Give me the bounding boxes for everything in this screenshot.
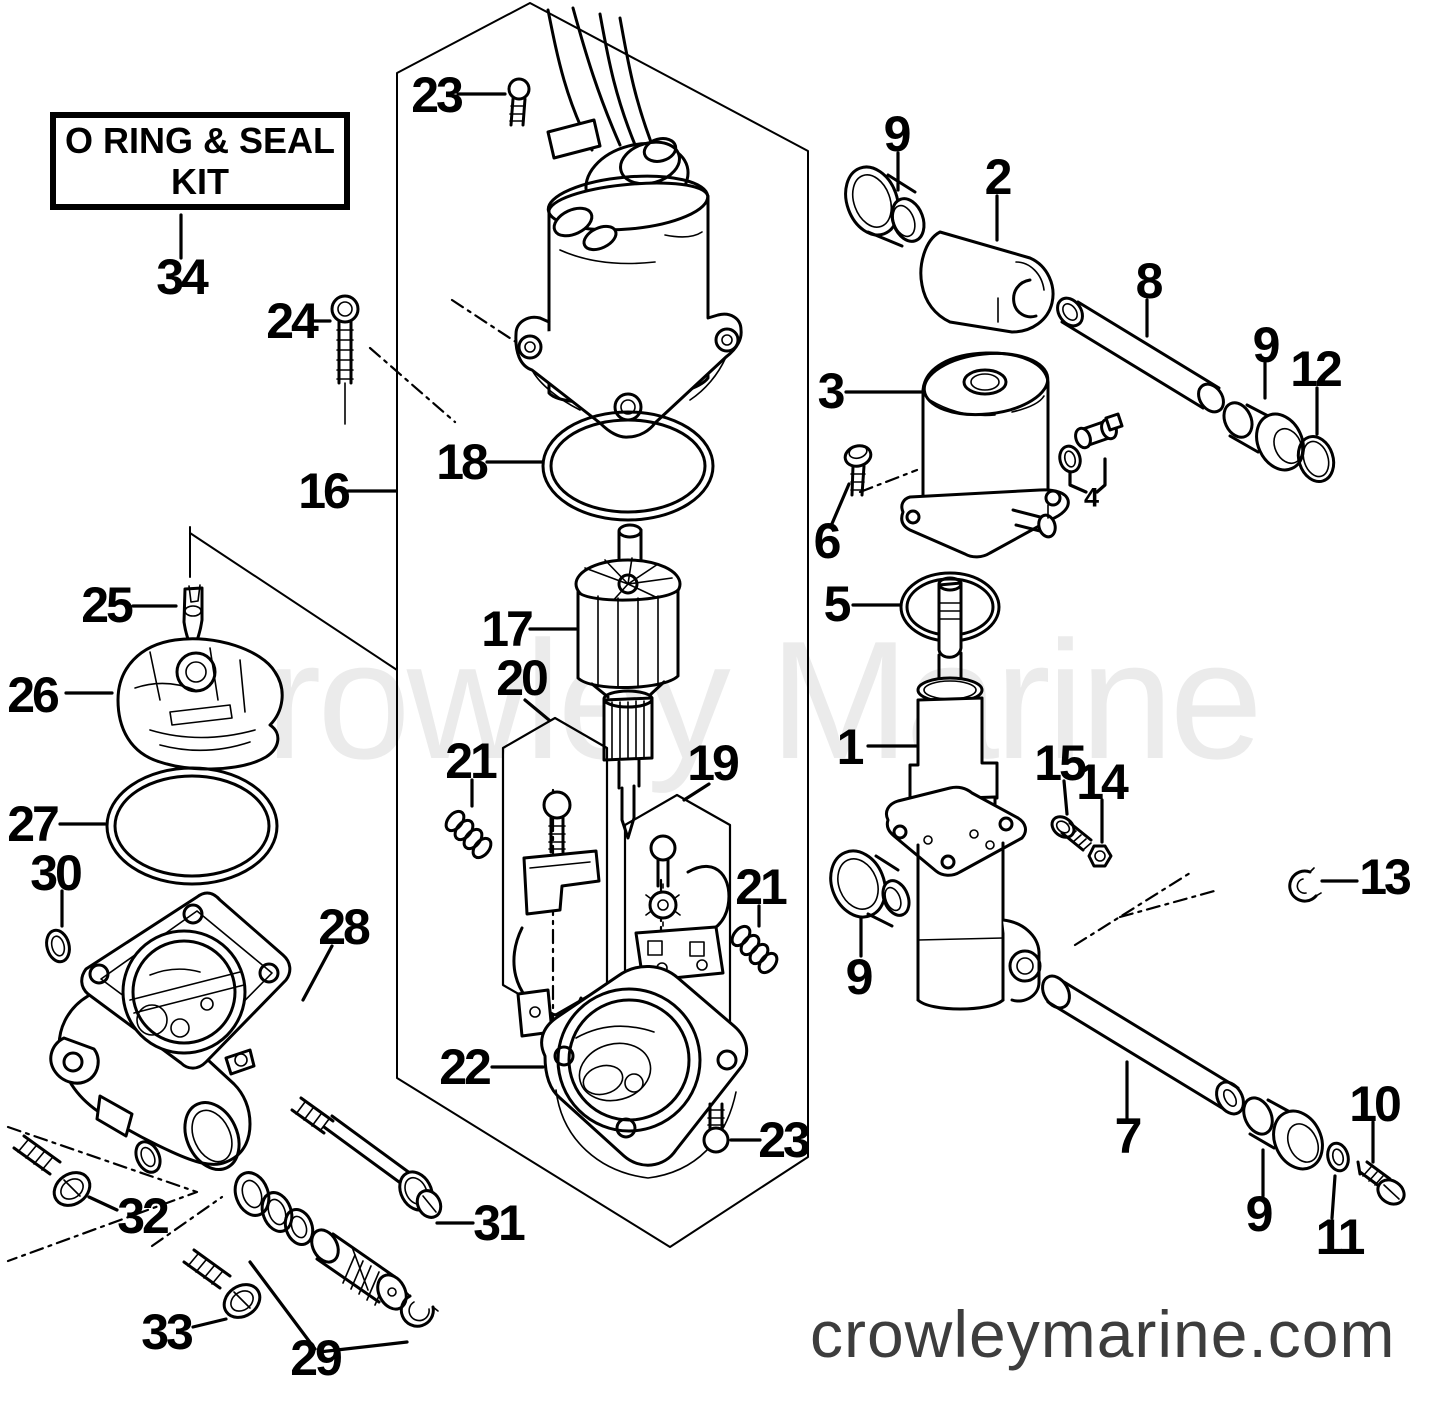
pump-body-28 <box>49 891 292 1174</box>
screw-6 <box>843 444 873 497</box>
valve-fitting-4 <box>1058 412 1124 474</box>
bolt-32 <box>12 1134 92 1207</box>
bushing-9-bottom <box>1242 1096 1324 1171</box>
screw-10 <box>1356 1160 1406 1206</box>
washer-11 <box>1326 1141 1350 1173</box>
pump-motor-3 <box>900 351 1070 559</box>
clip-13 <box>1288 867 1322 903</box>
armature-17 <box>574 523 682 840</box>
rod-7 <box>1041 974 1245 1116</box>
screw-23-top <box>507 77 531 127</box>
spring-21-left <box>444 809 493 860</box>
kit-label-line1: O RING & SEAL <box>64 119 336 161</box>
trim-cylinder-1 <box>884 576 1042 1011</box>
cylinder-2 <box>919 230 1055 334</box>
ring-30 <box>45 928 71 964</box>
bolt-31 <box>290 1096 443 1219</box>
watermark: Crowley Marine <box>148 606 1263 794</box>
bolt-33 <box>182 1248 262 1319</box>
o-ring-27 <box>105 766 279 886</box>
cover-26 <box>116 637 284 771</box>
seal-stack-29 <box>233 1171 439 1328</box>
spring-21-right <box>730 924 779 975</box>
bushing-9-right <box>1222 401 1305 472</box>
screw-15 <box>1050 815 1093 852</box>
section-outline <box>189 2 809 1248</box>
site-watermark-text: crowleymarine.com <box>810 1297 1396 1371</box>
leader-lines <box>58 92 1375 1354</box>
kit-label-line2: KIT <box>171 161 229 202</box>
end-cap-22 <box>540 964 749 1179</box>
o-ring-18 <box>541 410 715 522</box>
brush-plate-group-19 <box>623 793 732 1060</box>
motor-assembly-16 <box>514 6 743 439</box>
nut-14 <box>1087 844 1113 868</box>
bushing-9-top <box>844 165 926 248</box>
screw-24 <box>330 294 360 425</box>
kit-label-box: O RING & SEAL KIT <box>50 112 350 210</box>
ring-12 <box>1296 435 1336 483</box>
screw-23-bottom <box>702 1102 730 1154</box>
bushing-9-left <box>829 849 911 928</box>
rod-8 <box>1056 296 1225 414</box>
